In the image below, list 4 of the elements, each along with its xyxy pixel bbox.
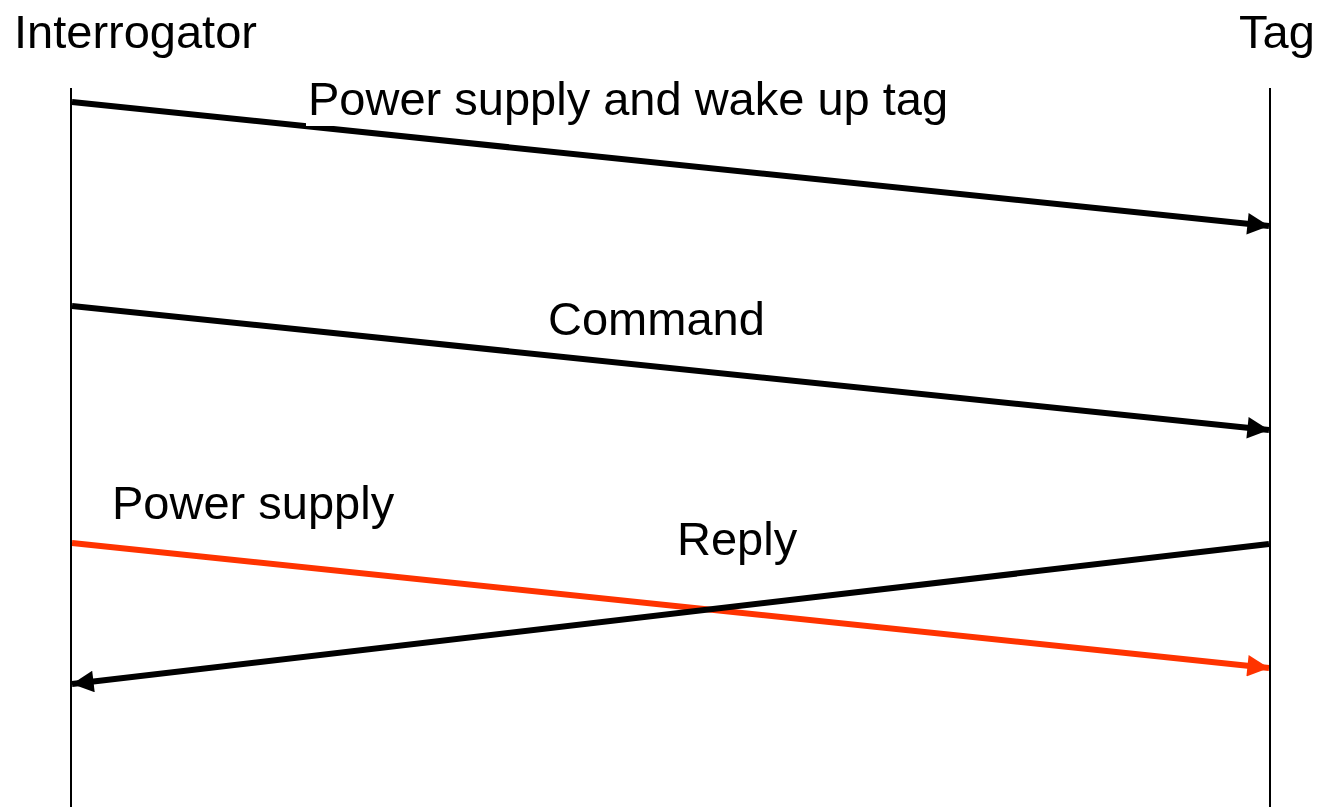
message-arrow bbox=[71, 99, 1270, 235]
lifeline-title: Tag bbox=[1239, 4, 1315, 60]
message-arrow bbox=[71, 303, 1270, 439]
lifeline-title: Interrogator bbox=[14, 4, 257, 60]
